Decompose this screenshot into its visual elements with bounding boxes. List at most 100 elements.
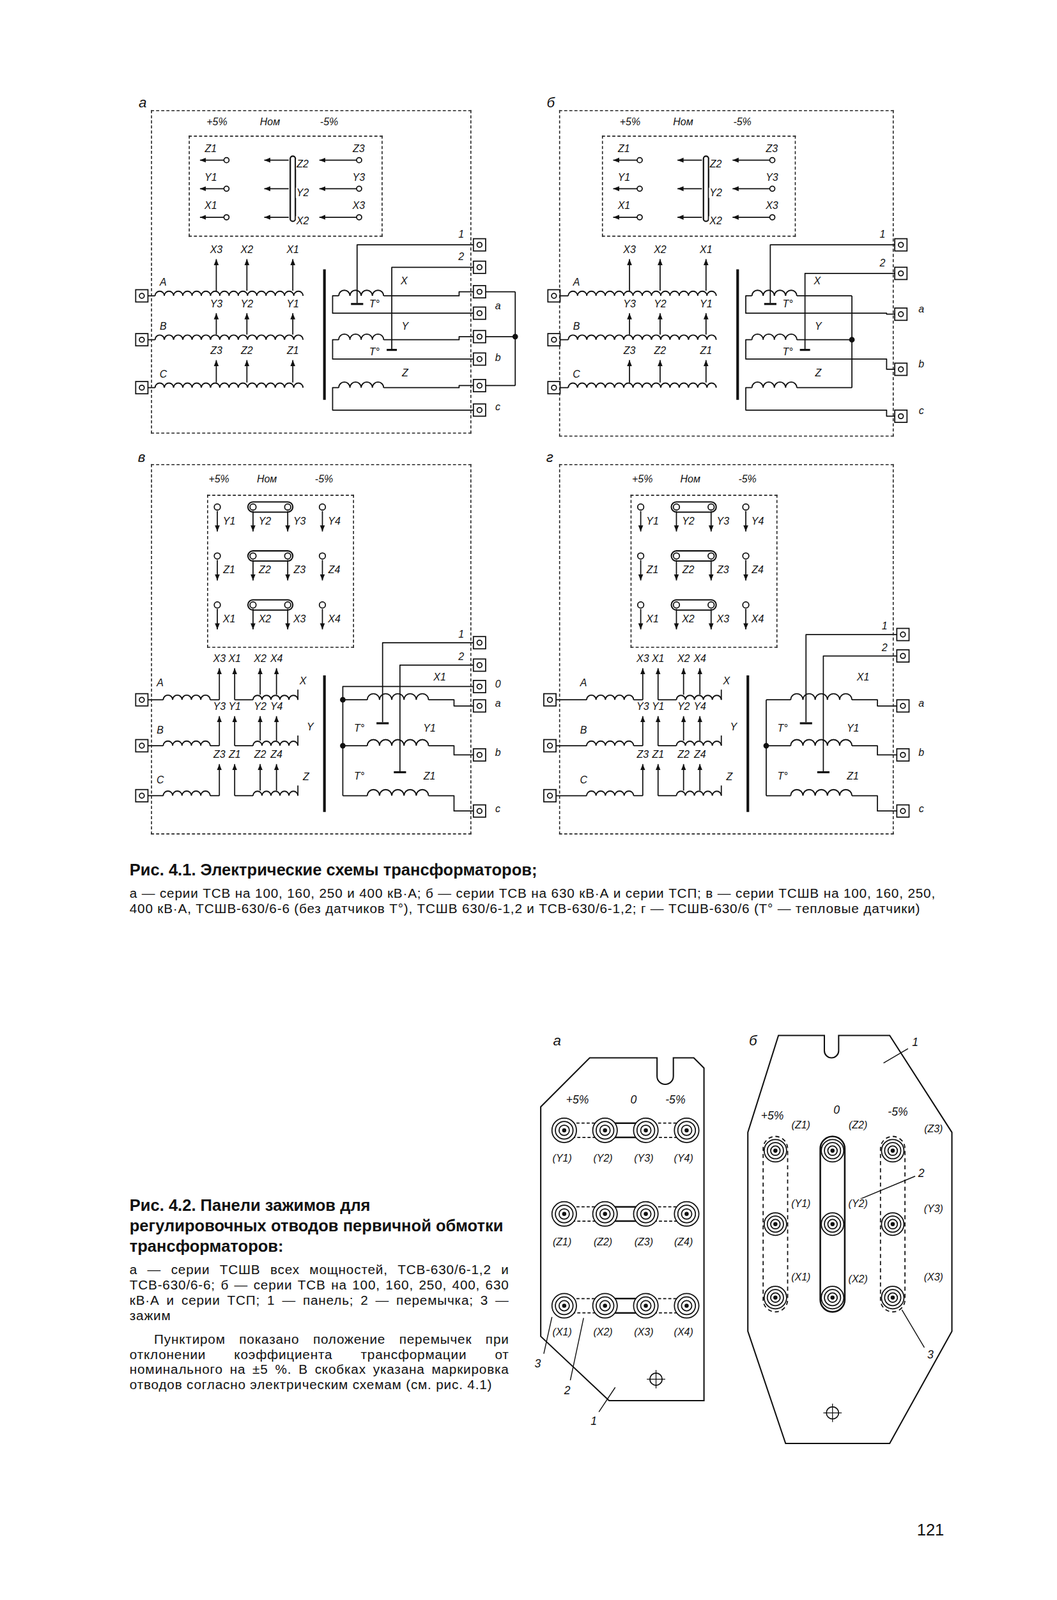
- contact: [673, 504, 680, 511]
- jumper-alternate: [559, 1123, 611, 1138]
- schematic-label: B: [159, 321, 169, 332]
- tap-arrow: [677, 216, 702, 218]
- terminal-screw: [551, 337, 557, 343]
- schematic-label: T°: [776, 723, 789, 734]
- winding-coil: [162, 791, 210, 796]
- clamp: [600, 1125, 611, 1136]
- terminal-label: c: [494, 803, 502, 815]
- wire: [658, 745, 677, 747]
- tap-arrow: [319, 187, 357, 190]
- tap-label: +5%: [759, 1110, 785, 1123]
- tap-label: X2: [257, 613, 273, 624]
- wire: [766, 699, 791, 701]
- tap-arrow: [286, 511, 289, 532]
- clamp: [644, 1212, 648, 1216]
- terminal: [543, 739, 556, 752]
- terminal: [473, 261, 486, 274]
- caption-block: Рис. 4.1. Электрические схемы трансформа…: [129, 860, 936, 917]
- tap-arrow: [292, 360, 294, 383]
- terminal-screw: [477, 264, 483, 270]
- contact: [223, 214, 229, 220]
- jumper: [600, 1123, 652, 1138]
- figure-letter: б: [747, 1033, 758, 1048]
- wire: [559, 387, 569, 389]
- schematic-label: C: [155, 775, 165, 786]
- tap-label: Y3: [351, 171, 367, 183]
- schematic-label: Y2: [653, 299, 668, 310]
- clamp: [767, 1142, 784, 1159]
- panel-drawing: [744, 1025, 959, 1449]
- tap-label: X3: [292, 613, 307, 624]
- clamp: [603, 1129, 607, 1133]
- tap-arrow: [710, 511, 712, 532]
- wire: [147, 699, 163, 701]
- terminal-screw: [477, 703, 483, 709]
- wire: [766, 794, 791, 797]
- wire: [745, 387, 895, 417]
- figure-caption-title: Рис. 4.2. Панели зажимов для регулировоч…: [129, 1195, 510, 1258]
- terminal-screw: [477, 808, 483, 814]
- schematic-label: Y1: [285, 299, 301, 310]
- jumper: [703, 155, 709, 222]
- clamp: [685, 1304, 689, 1308]
- tap-arrow: [642, 716, 644, 746]
- clamp: [637, 1121, 656, 1140]
- figure-letter: б: [545, 94, 556, 109]
- clamp: [891, 1296, 895, 1300]
- tap-arrow: [216, 259, 218, 291]
- wire: [234, 745, 254, 747]
- tap-label: (X1): [551, 1327, 573, 1338]
- tap-arrow: [745, 511, 747, 532]
- tap-arrow: [292, 313, 294, 335]
- tap-label: Z2: [681, 564, 696, 576]
- tap-arrow: [640, 511, 642, 532]
- tap-arrow: [676, 609, 678, 630]
- winding-coil: [568, 382, 716, 388]
- terminal-screw: [900, 808, 906, 814]
- wire: [851, 699, 897, 707]
- tap-label: +5%: [207, 474, 231, 485]
- wire: [428, 699, 474, 707]
- schematic-label: T°: [776, 771, 789, 782]
- wire: [342, 699, 367, 701]
- tap-panel: +5%Ном-5%Y1Y2Y3Y4Z1Z2Z3Z4X1X2X3X4: [207, 494, 355, 648]
- terminal-label: 1: [457, 229, 466, 240]
- tap-arrow: [745, 559, 747, 581]
- jumper-alternate: [640, 1207, 693, 1222]
- terminal-screw: [900, 632, 906, 638]
- schematic-label: X2: [653, 244, 668, 255]
- tap-label: (Z1): [551, 1237, 572, 1249]
- contact: [214, 504, 221, 511]
- wire: [234, 794, 254, 797]
- terminal-label: 2: [878, 258, 887, 269]
- jumper: [247, 501, 293, 512]
- clamp: [678, 1121, 696, 1140]
- tap-label: X1: [645, 613, 661, 624]
- wire: [382, 642, 474, 723]
- wire: [851, 745, 897, 755]
- terminal: [473, 403, 486, 417]
- figure-caption-text: а — серии ТСВ на 100, 160, 250 и 400 кВ·…: [129, 885, 936, 917]
- terminal-label: 2: [457, 251, 466, 263]
- winding-coil: [253, 741, 298, 746]
- terminal: [543, 694, 556, 707]
- tap-panel: +5%Ном-5%Y1Y2Y3Y4Z1Z2Z3Z4X1X2X3X4: [630, 494, 778, 648]
- tap-arrow: [263, 187, 289, 190]
- tap-label: X2: [708, 216, 724, 227]
- schematic-label: X2: [253, 653, 268, 664]
- winding-coil: [253, 791, 298, 796]
- clamp: [674, 1118, 699, 1143]
- tap-label: X3: [351, 200, 367, 211]
- tap-label: (Z2): [847, 1120, 868, 1131]
- tap-arrow: [699, 668, 701, 696]
- tap-arrow: [263, 159, 289, 162]
- tap-label: Z1: [645, 564, 660, 576]
- clamp: [552, 1202, 577, 1227]
- clamp: [640, 1125, 652, 1136]
- terminal-screw: [898, 311, 904, 317]
- tap-arrow: [659, 259, 661, 291]
- wire: [147, 745, 163, 747]
- clamp: [685, 1129, 689, 1133]
- winding-coil: [367, 694, 429, 701]
- clamp: [881, 1286, 904, 1309]
